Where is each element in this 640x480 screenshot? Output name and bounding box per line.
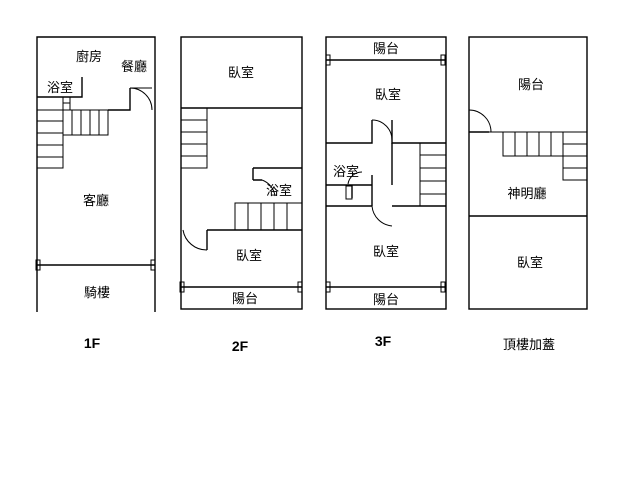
floor-label-3f: 3F: [375, 333, 392, 349]
balcony-beam: [325, 281, 446, 293]
wall: [36, 36, 156, 312]
room-label-bathroom: 浴室: [333, 164, 359, 180]
balcony-beam: [179, 281, 303, 293]
floor-label-1f: 1F: [84, 335, 101, 351]
floor-plan-rooftop: 陽台 神明廳 臥室 頂樓加蓋: [468, 36, 588, 353]
room-label-bathroom: 浴室: [266, 183, 292, 199]
door-swing: [129, 87, 153, 111]
door-swing: [371, 205, 393, 227]
room-label-shrine-hall: 神明廳: [507, 186, 546, 202]
door-swing: [182, 229, 208, 251]
room-label-dining: 餐廳: [121, 59, 147, 75]
room-label-living-room: 客廳: [83, 193, 109, 209]
room-label-bedroom: 臥室: [517, 255, 543, 271]
staircase: [36, 97, 109, 169]
fixture: [345, 185, 353, 200]
room-label-kitchen: 廚房: [76, 49, 102, 65]
wall: [37, 77, 83, 98]
door-swing: [371, 119, 393, 141]
wall: [180, 36, 303, 310]
floor-plan-2f: 臥室 浴室 臥室 陽台 2F: [179, 36, 303, 354]
staircase: [419, 142, 447, 207]
room-label-arcade: 騎樓: [84, 286, 110, 301]
room-label-bedroom: 臥室: [228, 65, 254, 81]
door-swing: [468, 109, 492, 133]
floor-label-2f: 2F: [232, 338, 249, 354]
floor-plan-1f: 廚房 餐廳 浴室 客廳 騎樓 1F: [35, 36, 156, 351]
floor-plan-3f: 陽台 臥室 浴室 臥室 陽台 3F: [325, 36, 447, 349]
room-label-balcony: 陽台: [232, 292, 258, 307]
arcade-beam: [35, 259, 156, 271]
wall: [371, 143, 393, 206]
floor-label-rooftop-addition: 頂樓加蓋: [503, 338, 555, 353]
door-swing: [347, 171, 363, 185]
wall: [108, 88, 131, 111]
room-label-balcony: 陽台: [518, 78, 544, 93]
wall: [326, 120, 446, 144]
staircase: [180, 107, 303, 231]
room-label-balcony: 陽台: [373, 42, 399, 57]
wall: [326, 184, 372, 198]
balcony-beam: [325, 54, 446, 66]
door-swing: [261, 179, 276, 197]
wall: [252, 168, 262, 181]
room-label-bedroom: 臥室: [236, 248, 262, 264]
room-label-bedroom: 臥室: [373, 244, 399, 260]
staircase: [489, 131, 588, 181]
room-label-balcony: 陽台: [373, 293, 399, 308]
room-label-bathroom: 浴室: [47, 80, 73, 96]
room-label-bedroom: 臥室: [375, 87, 401, 103]
